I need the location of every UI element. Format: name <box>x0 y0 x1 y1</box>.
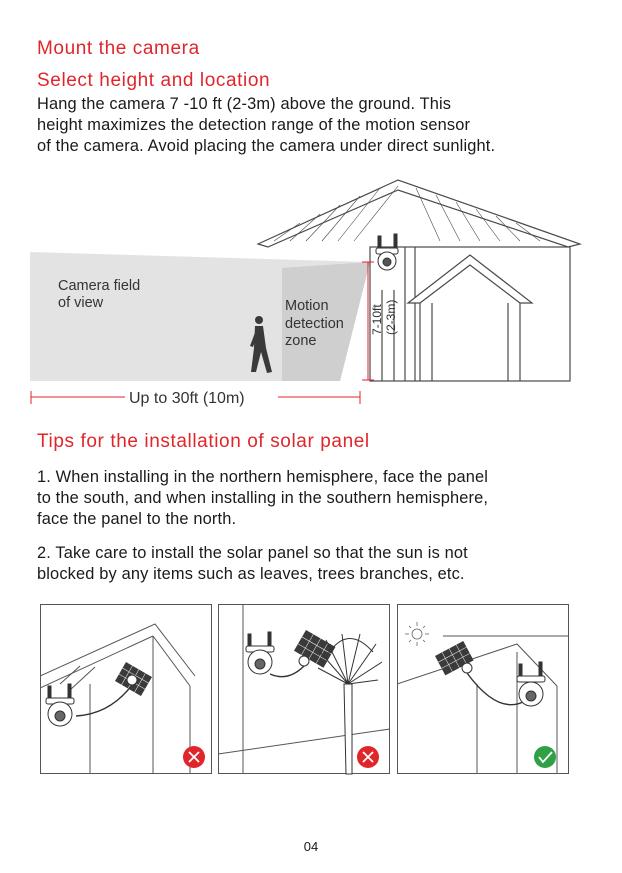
camera-icon <box>245 631 275 675</box>
camera-icon <box>375 233 399 271</box>
solar-panel-icon <box>435 640 474 676</box>
camera-icon <box>516 661 546 707</box>
text-line: of the camera. Avoid placing the camera … <box>37 137 496 155</box>
walking-person-icon <box>250 316 272 373</box>
motion-zone-label: Motion <box>285 298 329 314</box>
section1-text: Hang the camera 7 -10 ft (2-3m) above th… <box>37 94 495 157</box>
range-label: Up to 30ft (10m) <box>129 390 245 407</box>
install-example-3 <box>397 604 569 774</box>
mounting-height-diagram: Camera field of view Motion detection zo… <box>30 179 583 407</box>
section-heading-height-location: Select height and location <box>37 70 271 91</box>
height-label: (2-3m) <box>384 300 398 335</box>
page-title: Mount the camera <box>37 38 200 59</box>
page-number: 04 <box>303 839 319 854</box>
tip-2: 2. Take care to install the solar panel … <box>37 543 468 585</box>
section-heading-solar-tips: Tips for the installation of solar panel <box>37 431 370 452</box>
text-line: 1. When installing in the northern hemis… <box>37 468 489 486</box>
tip-1: 1. When installing in the northern hemis… <box>37 467 488 530</box>
range-marker <box>30 391 361 404</box>
house-illustration <box>256 179 583 382</box>
sun-icon <box>405 622 429 646</box>
green-check-icon <box>534 746 556 768</box>
text-line: height maximizes the detection range of … <box>37 116 471 134</box>
motion-zone-label: zone <box>285 333 316 349</box>
height-label: 7-10ft <box>370 304 384 335</box>
text-line: blocked by any items such as leaves, tre… <box>37 565 465 583</box>
red-x-icon <box>183 746 205 768</box>
field-of-view-label: Camera field <box>58 278 140 294</box>
install-example-2 <box>218 604 391 775</box>
field-of-view-label: of view <box>58 295 104 311</box>
text-line: face the panel to the north. <box>37 510 237 528</box>
motion-zone-shade <box>282 262 370 381</box>
red-x-icon <box>357 746 379 768</box>
height-marker <box>362 261 374 381</box>
text-line: to the south, and when installing in the… <box>37 489 489 507</box>
text-line: Hang the camera 7 -10 ft (2-3m) above th… <box>37 95 452 113</box>
tree-icon <box>317 633 383 775</box>
camera-icon <box>45 683 75 727</box>
motion-zone-label: detection <box>285 316 344 332</box>
text-line: 2. Take care to install the solar panel … <box>37 544 468 562</box>
install-example-1 <box>40 604 212 774</box>
